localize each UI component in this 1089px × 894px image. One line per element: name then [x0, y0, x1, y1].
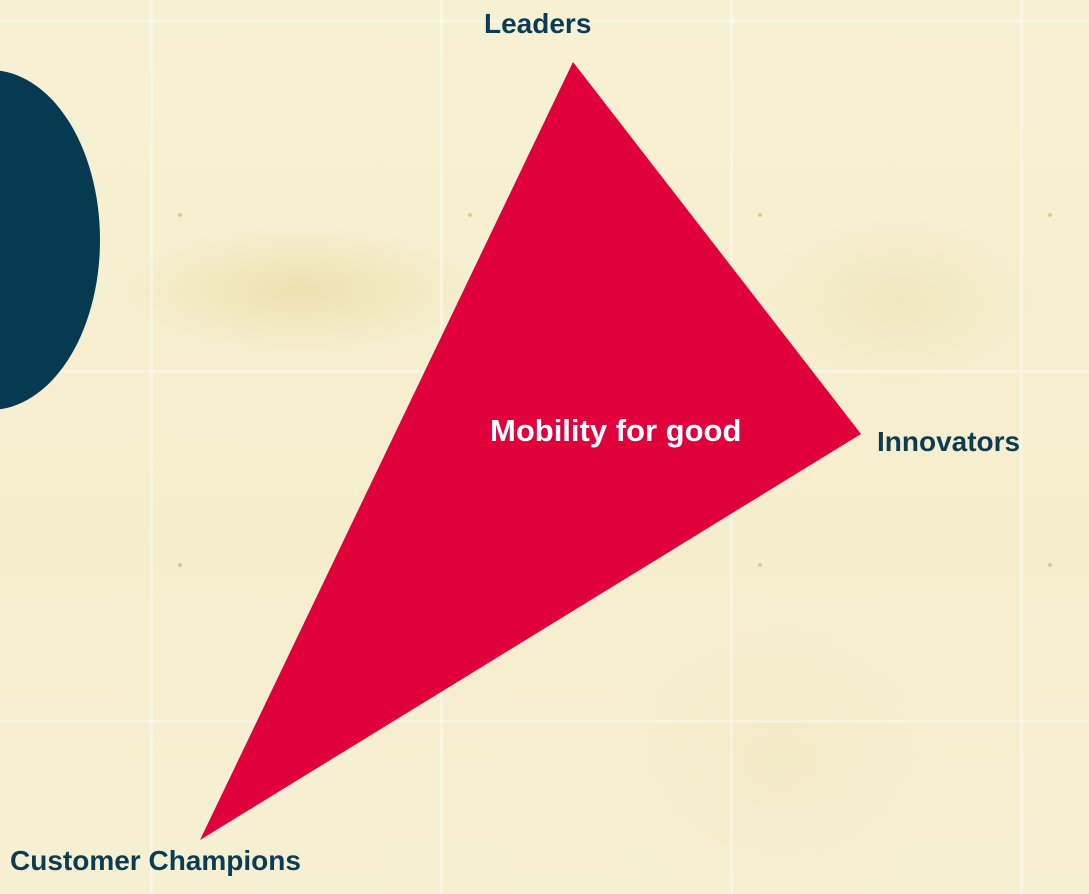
red-triangle: [200, 62, 861, 840]
vertex-label-leaders: Leaders: [484, 8, 592, 39]
vertex-label-innovators: Innovators: [877, 426, 1021, 457]
center-text: Mobility for good: [490, 413, 742, 448]
vertex-label-customer-champions: Customer Champions: [10, 845, 301, 876]
